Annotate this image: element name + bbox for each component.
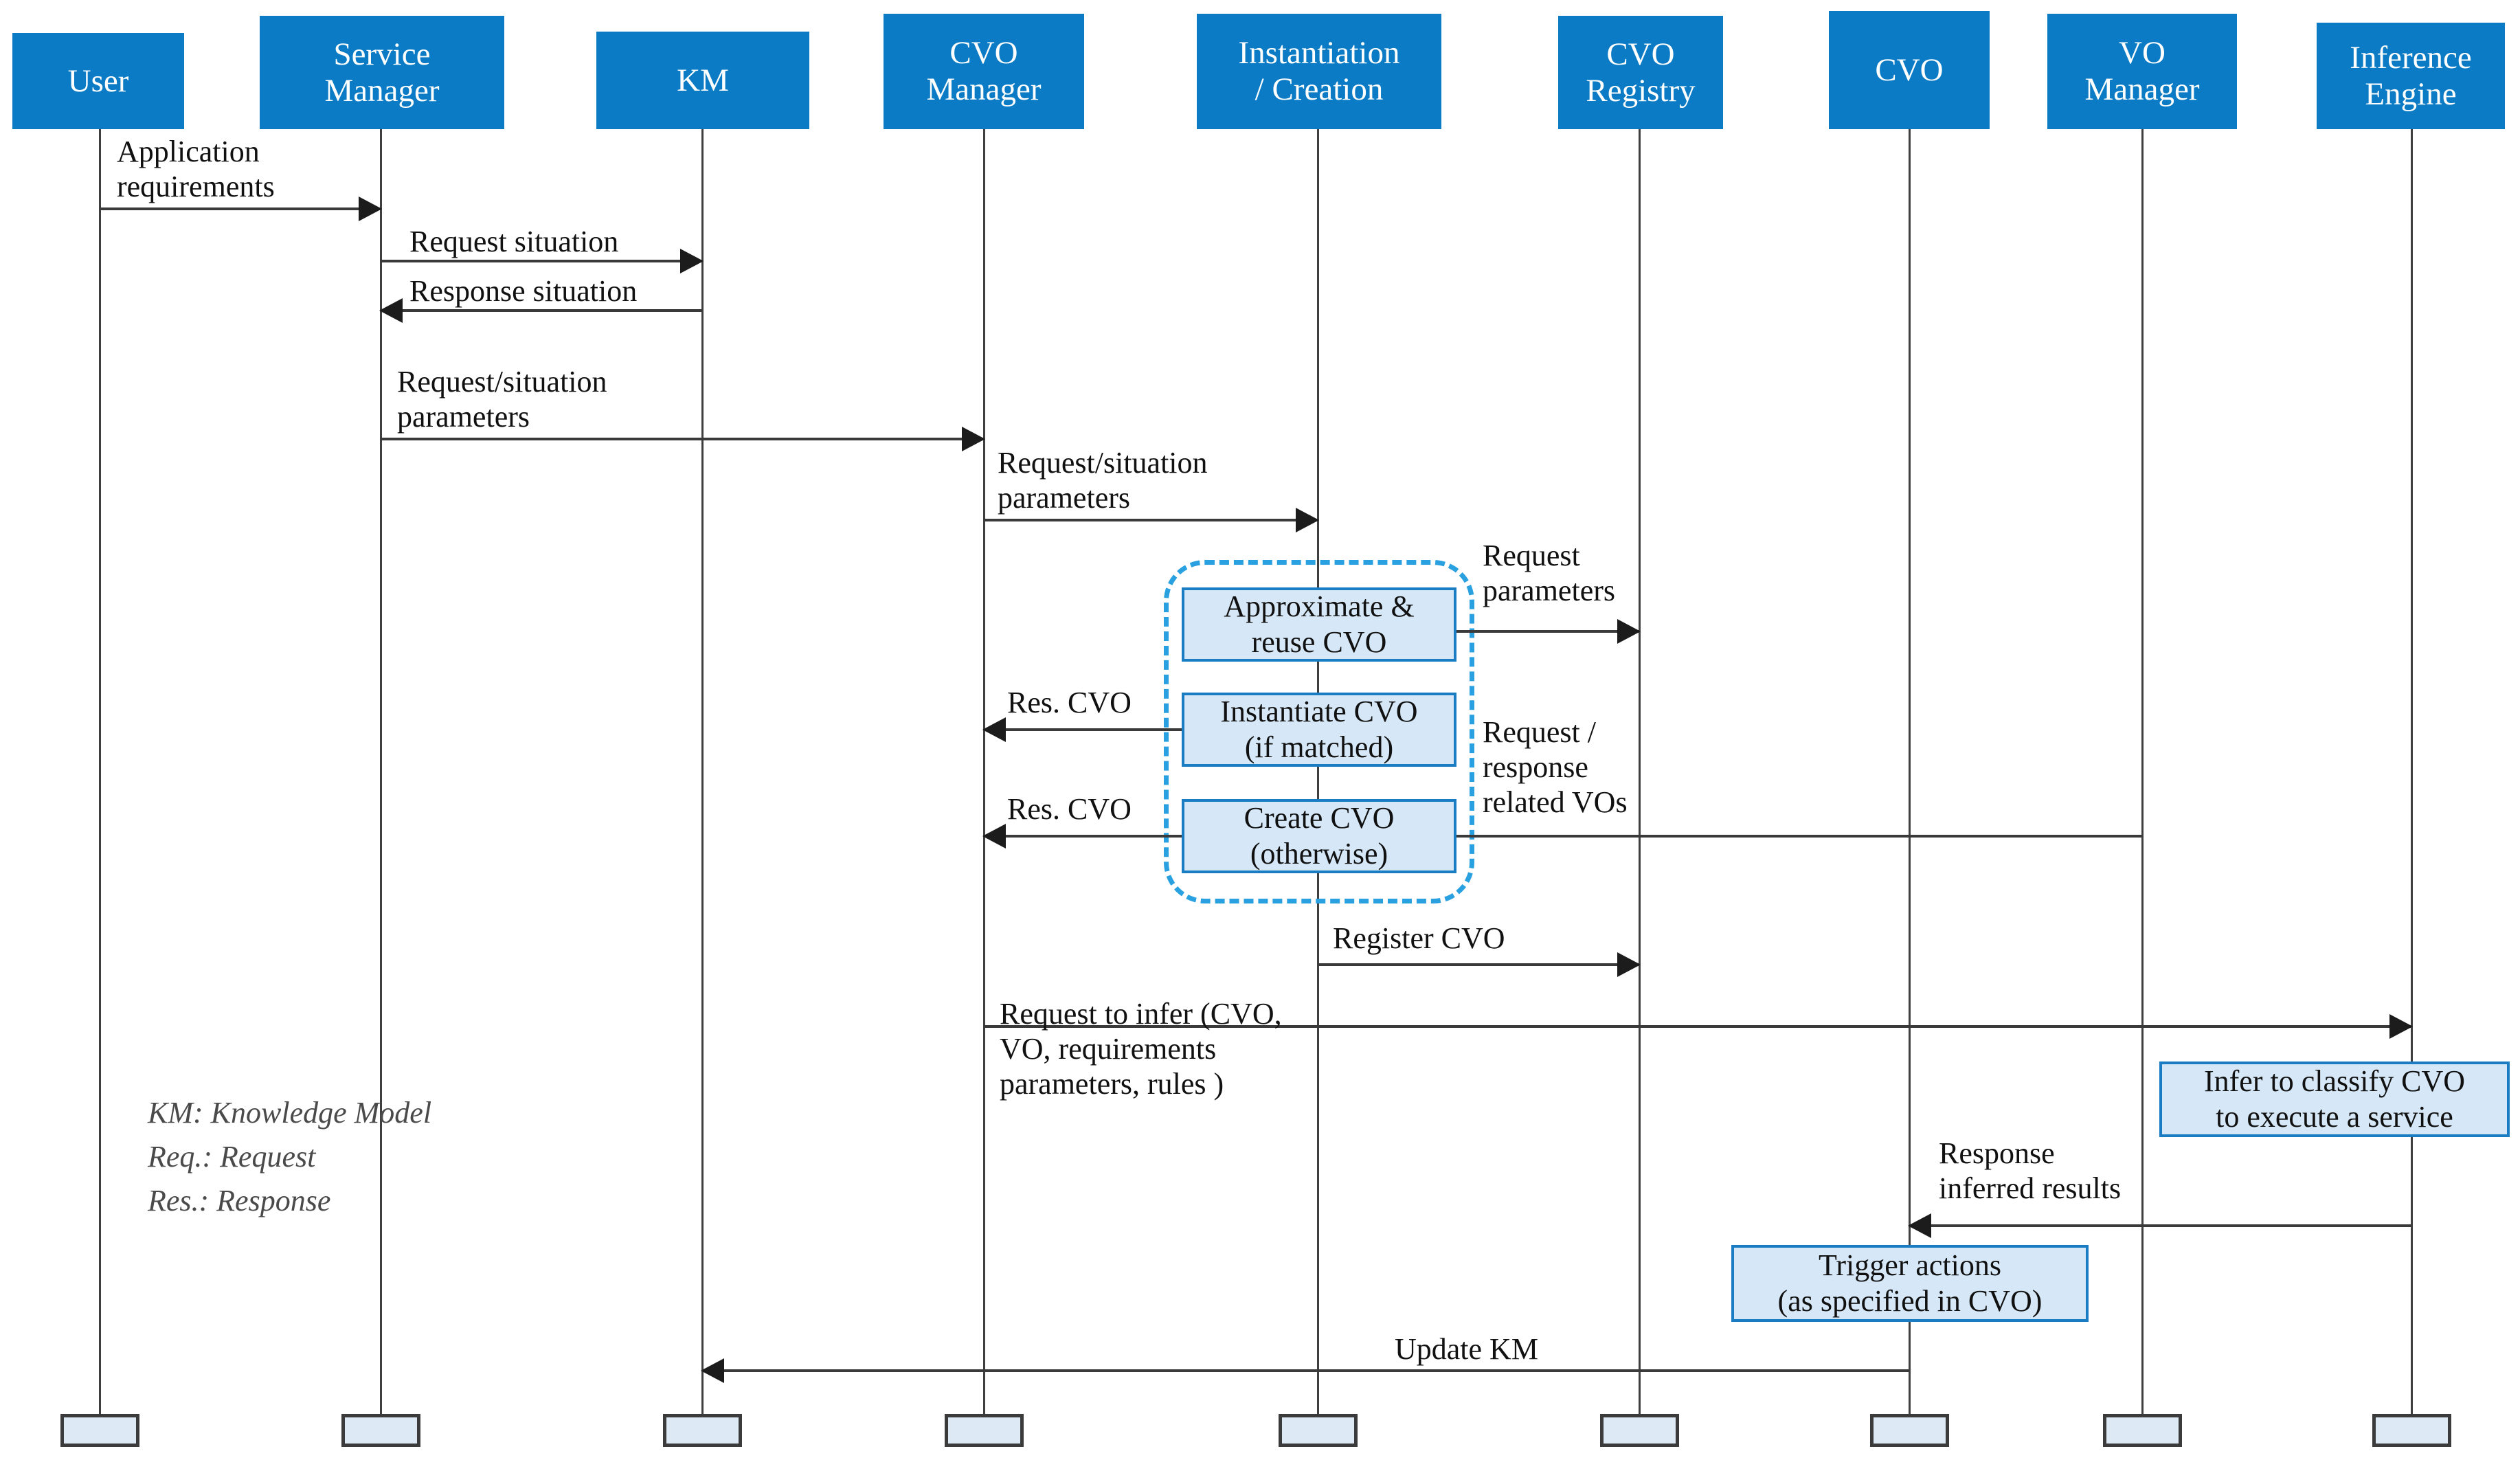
lifeline-km — [701, 120, 704, 1415]
arrowhead-right-m11 — [2389, 1014, 2413, 1039]
lifeline-user — [99, 120, 101, 1415]
participant-label: CVO Registry — [1586, 36, 1696, 109]
participant-header-cvomgr[interactable]: CVO Manager — [884, 14, 1084, 129]
participant-header-cvo[interactable]: CVO — [1829, 11, 1990, 129]
abbreviation-legend: KM: Knowledge Model Req.: Request Res.: … — [148, 1096, 432, 1218]
message-label-m2: Request situation — [409, 225, 619, 258]
message-line-m1 — [100, 207, 381, 210]
arrowhead-left-m8 — [982, 824, 1006, 849]
message-line-m6 — [1318, 630, 1639, 633]
participant-header-infeng[interactable]: Inference Engine — [2317, 23, 2505, 129]
message-label-m12: Response inferred results — [1939, 1136, 2122, 1206]
message-line-m13 — [702, 1369, 1909, 1372]
lifeline-svcmgr — [380, 120, 382, 1415]
participant-label: CVO — [1875, 52, 1944, 88]
message-label-m5: Request/situation parameters — [998, 446, 1208, 515]
participant-header-cvoreg[interactable]: CVO Registry — [1558, 16, 1723, 129]
activation-label: Approximate & reuse CVO — [1224, 589, 1415, 659]
activation-label: Instantiate CVO (if matched) — [1220, 695, 1418, 764]
participant-terminator-vomgr — [2102, 1414, 2182, 1447]
participant-header-vomgr[interactable]: VO Manager — [2047, 14, 2237, 129]
message-label-m1: Application requirements — [117, 135, 275, 204]
participant-terminator-cvomgr — [944, 1414, 1024, 1447]
activation-box-a1[interactable]: Approximate & reuse CVO — [1182, 587, 1456, 662]
arrowhead-right-m1 — [359, 196, 382, 221]
message-line-m11 — [984, 1025, 2411, 1028]
arrowhead-left-m13 — [701, 1358, 724, 1383]
message-line-m3 — [381, 309, 702, 312]
message-label-m9: Request / response related VOs — [1483, 715, 1628, 820]
participant-header-user[interactable]: User — [12, 33, 184, 129]
participant-header-km[interactable]: KM — [596, 32, 809, 129]
participant-label: Service Manager — [324, 36, 440, 109]
lifeline-cvoreg — [1639, 120, 1641, 1415]
arrowhead-left-m12 — [1908, 1213, 1931, 1238]
message-line-m8 — [984, 835, 1318, 838]
participant-label: Instantiation / Creation — [1238, 35, 1400, 107]
activation-label: Create CVO (otherwise) — [1244, 801, 1395, 871]
message-line-m12 — [1909, 1224, 2411, 1227]
message-line-m2 — [381, 260, 702, 262]
participant-terminator-svcmgr — [341, 1414, 420, 1447]
participant-label: KM — [677, 62, 729, 98]
activation-box-a2[interactable]: Instantiate CVO (if matched) — [1182, 693, 1456, 767]
arrowhead-right-m4 — [962, 427, 985, 451]
cvo-strategy-group — [1164, 560, 1474, 903]
participant-terminator-cvo — [1869, 1414, 1949, 1447]
arrowhead-right-m6 — [1617, 619, 1641, 644]
participant-header-inst[interactable]: Instantiation / Creation — [1197, 14, 1441, 129]
lifeline-inst — [1317, 120, 1319, 1415]
participant-header-svcmgr[interactable]: Service Manager — [260, 16, 504, 129]
activation-box-a3[interactable]: Create CVO (otherwise) — [1182, 799, 1456, 873]
participant-terminator-user — [60, 1414, 139, 1447]
participant-terminator-infeng — [2372, 1414, 2451, 1447]
message-label-m6: Request parameters — [1483, 539, 1615, 608]
lifeline-vomgr — [2141, 120, 2144, 1415]
participant-terminator-km — [662, 1414, 742, 1447]
message-label-m8: Res. CVO — [1007, 792, 1132, 826]
arrowhead-left-m3 — [379, 298, 403, 323]
message-line-m9 — [1318, 835, 2142, 838]
activation-label: Infer to classify CVO to execute a servi… — [2203, 1064, 2465, 1134]
message-label-m10: Register CVO — [1333, 921, 1505, 955]
lifeline-cvo — [1909, 120, 1911, 1415]
activation-box-a4[interactable]: Infer to classify CVO to execute a servi… — [2159, 1062, 2510, 1137]
arrowhead-right-m5 — [1296, 508, 1319, 532]
message-label-m7: Res. CVO — [1007, 686, 1132, 719]
participant-terminator-cvoreg — [1599, 1414, 1679, 1447]
lifeline-cvomgr — [983, 120, 985, 1415]
participant-label: Inference Engine — [2350, 39, 2472, 112]
message-line-m4 — [381, 438, 984, 440]
message-line-m5 — [984, 519, 1318, 521]
arrowhead-left-m7 — [982, 717, 1006, 742]
lifeline-infeng — [2411, 120, 2413, 1415]
message-label-m4: Request/situation parameters — [397, 365, 607, 434]
participant-terminator-inst — [1278, 1414, 1358, 1447]
arrowhead-right-m10 — [1617, 952, 1641, 977]
message-label-m13: Update KM — [1395, 1332, 1538, 1366]
activation-label: Trigger actions (as specified in CVO) — [1777, 1248, 2043, 1318]
message-line-m7 — [984, 728, 1318, 731]
message-label-m3: Response situation — [409, 274, 638, 308]
message-label-m11: Request to infer (CVO, VO, requirements … — [1000, 997, 1282, 1101]
participant-label: CVO Manager — [926, 35, 1042, 107]
arrowhead-right-m2 — [680, 249, 704, 273]
activation-box-a5[interactable]: Trigger actions (as specified in CVO) — [1731, 1245, 2089, 1322]
message-line-m10 — [1318, 963, 1639, 966]
participant-label: User — [67, 63, 129, 99]
participant-label: VO Manager — [2084, 35, 2200, 107]
